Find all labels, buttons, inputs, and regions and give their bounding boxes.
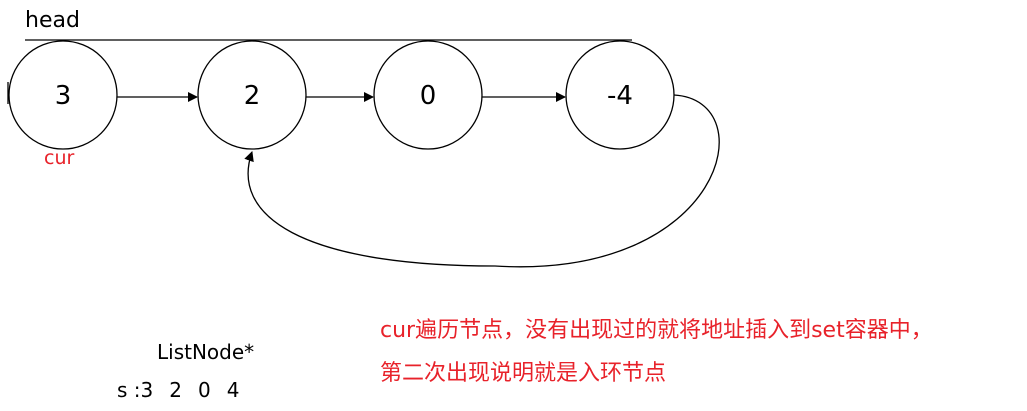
set-value: 3	[140, 378, 154, 402]
list-node-0: 3	[8, 40, 118, 150]
annotation-line-2: 第二次出现说明就是入环节点	[380, 361, 667, 386]
cur-label: cur	[44, 147, 75, 169]
cycle-arrow	[244, 94, 720, 268]
head-label: head	[25, 8, 80, 33]
set-type-label: ListNode*	[157, 340, 255, 364]
node-value: 0	[420, 81, 437, 111]
list-node-2: 0	[373, 40, 483, 150]
set-value: 4	[226, 378, 240, 402]
annotation-line-1: cur遍历节点，没有出现过的就将地址插入到set容器中，	[380, 318, 933, 343]
list-node-1: 2	[197, 40, 307, 150]
node-value: 2	[244, 81, 261, 111]
node-value: -4	[607, 81, 633, 111]
list-node-3: -4	[565, 40, 675, 150]
set-value: 0	[197, 378, 211, 402]
set-value: 2	[169, 378, 182, 402]
node-value: 3	[55, 81, 72, 111]
set-name: s :	[117, 378, 141, 402]
